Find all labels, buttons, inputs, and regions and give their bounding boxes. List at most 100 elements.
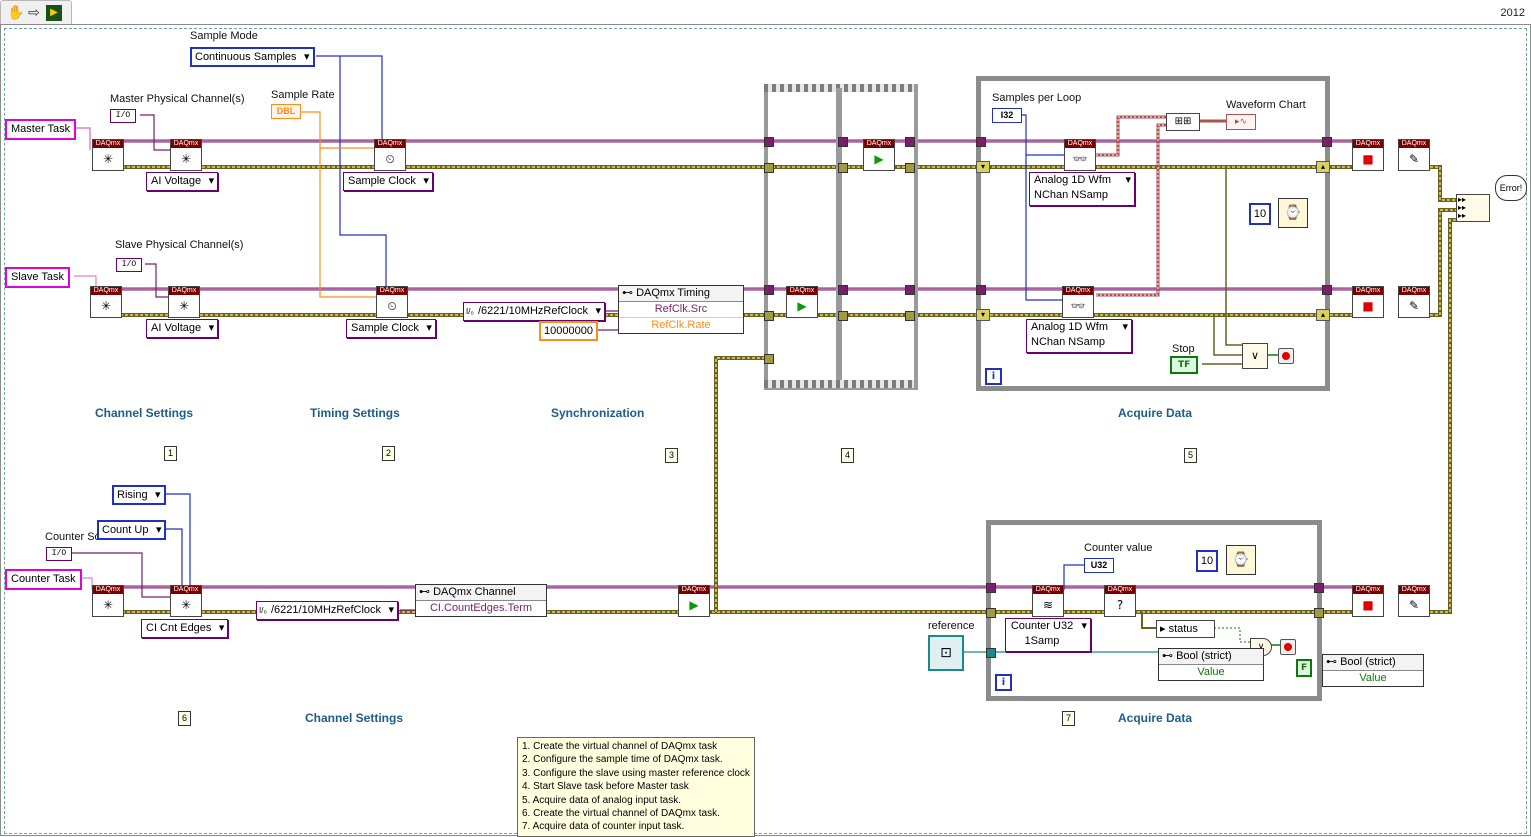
- daqmx-start-slave[interactable]: DAQmx▶: [786, 286, 818, 318]
- while-loop-counter[interactable]: [986, 520, 1322, 701]
- daqmx-start-counter[interactable]: DAQmx▶: [678, 585, 710, 617]
- daqmx-read-slave[interactable]: DAQmx👓: [1062, 286, 1094, 318]
- error-handler-node[interactable]: Error!: [1495, 175, 1527, 201]
- analog-read-line1: Analog 1D Wfm: [1031, 321, 1109, 333]
- rising-edge-constant[interactable]: Rising: [112, 485, 166, 505]
- ref-clock-source-2-text: /6221/10MHzRefClock: [271, 604, 382, 616]
- tunnel: [838, 311, 848, 321]
- ai-voltage-selector-master[interactable]: AI Voltage: [146, 172, 219, 191]
- refclk-src-property[interactable]: RefClk.Src: [619, 302, 743, 318]
- hand-icon[interactable]: ✋: [7, 5, 25, 21]
- property-node-header: ⊷ Bool (strict): [1159, 649, 1263, 665]
- sample-clock-selector-master[interactable]: Sample Clock: [343, 172, 433, 191]
- unbundle-status-node[interactable]: ▸ status: [1156, 620, 1215, 638]
- bool-strict-property-node-2[interactable]: ⊷ Bool (strict) Value: [1322, 654, 1424, 687]
- daqmx-header: DAQmx: [1063, 287, 1093, 295]
- daqmx-channel-property-node[interactable]: ⊷ DAQmx Channel CI.CountEdges.Term: [415, 584, 547, 617]
- master-task-constant[interactable]: Master Task: [5, 119, 77, 140]
- clock-icon: ⏲: [387, 299, 397, 313]
- note-line: 5. Acquire data of analog input task.: [522, 794, 681, 806]
- daqmx-read-master[interactable]: DAQmx👓: [1064, 139, 1096, 171]
- analog-read-line1: Analog 1D Wfm: [1034, 174, 1112, 186]
- samples-per-loop-terminal[interactable]: I32: [992, 108, 1022, 123]
- wait-ms-icon[interactable]: ⌚: [1278, 198, 1308, 228]
- daqmx-timing-property-node[interactable]: ⊷ DAQmx Timing RefClk.Src RefClk.Rate: [618, 285, 744, 334]
- wait-ms-constant[interactable]: 10: [1196, 550, 1218, 572]
- property-node-header: ⊷ Bool (strict): [1323, 655, 1423, 671]
- ci-cnt-edges-selector[interactable]: CI Cnt Edges: [141, 619, 229, 638]
- daqmx-clear-slave[interactable]: DAQmx✎: [1398, 286, 1430, 318]
- slave-task-constant[interactable]: Slave Task: [5, 267, 70, 288]
- bool-strict-property-node-1[interactable]: ⊷ Bool (strict) Value: [1158, 648, 1264, 681]
- key-icon: ⊷: [622, 287, 637, 299]
- tunnel: [764, 354, 774, 364]
- section-number: 4: [841, 448, 854, 463]
- loop-condition-icon[interactable]: [1278, 348, 1294, 364]
- daqmx-create-task-master[interactable]: DAQmx✳: [92, 139, 124, 171]
- daqmx-create-task-slave[interactable]: DAQmx✳: [90, 286, 122, 318]
- daqmx-header: DAQmx: [1033, 586, 1063, 594]
- sample-rate-label: Sample Rate: [271, 89, 335, 101]
- counter-task-constant[interactable]: Counter Task: [5, 569, 82, 590]
- value-property[interactable]: Value: [1197, 666, 1225, 678]
- shift-register-right: ▴: [1316, 309, 1330, 321]
- false-constant[interactable]: F: [1296, 659, 1313, 677]
- daqmx-start-master[interactable]: DAQmx▶: [863, 139, 895, 171]
- ref-clock-rate-constant[interactable]: 10000000: [539, 321, 598, 341]
- daqmx-stop-counter[interactable]: DAQmx■: [1352, 585, 1384, 617]
- note-line: 1. Create the virtual channel of DAQmx t…: [522, 741, 718, 752]
- daqmx-timing-slave[interactable]: DAQmx⏲: [376, 286, 408, 318]
- daqmx-stop-slave[interactable]: DAQmx■: [1352, 286, 1384, 318]
- arrow-icon[interactable]: ⇨: [28, 5, 40, 21]
- stop-terminal[interactable]: TF: [1170, 356, 1199, 374]
- ref-clock-source-2[interactable]: I/₀/6221/10MHzRefClock: [256, 601, 399, 620]
- section-number: 5: [1184, 448, 1197, 463]
- merge-errors-node[interactable]: ▸▸▸▸▸▸: [1456, 194, 1490, 222]
- wait-ms-constant[interactable]: 10: [1249, 203, 1271, 225]
- daqmx-clear-counter[interactable]: DAQmx✎: [1398, 585, 1430, 617]
- version-label: 2012: [1500, 7, 1525, 19]
- daqmx-is-task-done[interactable]: DAQmx?: [1104, 585, 1136, 617]
- build-array-node[interactable]: ⊞⊞: [1166, 113, 1200, 131]
- daqmx-create-channel-counter[interactable]: DAQmx✳: [170, 585, 202, 617]
- count-up-constant[interactable]: Count Up: [97, 520, 167, 540]
- or-node[interactable]: ∨: [1242, 343, 1268, 369]
- sequence-film-bottom: [764, 380, 914, 388]
- counter-source-io[interactable]: I/O: [46, 547, 72, 561]
- reference-terminal[interactable]: ⊡: [928, 635, 964, 671]
- daqmx-header: DAQmx: [1399, 140, 1429, 148]
- labview-icon[interactable]: ▶: [46, 5, 62, 21]
- daqmx-create-channel-slave[interactable]: DAQmx✳: [168, 286, 200, 318]
- daqmx-header: DAQmx: [787, 287, 817, 295]
- while-loop-analog[interactable]: [976, 76, 1330, 391]
- section-title: Channel Settings: [95, 406, 194, 420]
- daqmx-header: DAQmx: [1399, 586, 1429, 594]
- property-node-header: ⊷ DAQmx Channel: [416, 585, 546, 601]
- wait-ms-icon[interactable]: ⌚: [1226, 545, 1256, 575]
- sample-clock-selector-slave[interactable]: Sample Clock: [346, 319, 436, 338]
- sample-mode-constant[interactable]: Continuous Samples: [190, 47, 315, 67]
- daqmx-create-channel-master[interactable]: DAQmx✳: [170, 139, 202, 171]
- counter-value-indicator[interactable]: U32: [1084, 558, 1114, 573]
- ai-voltage-selector-slave[interactable]: AI Voltage: [146, 319, 219, 338]
- slave-physical-channel-io[interactable]: I/O: [116, 258, 142, 272]
- ref-clock-source-1[interactable]: I/₀/6221/10MHzRefClock: [463, 302, 606, 321]
- analog-read-line2: NChan NSamp: [1031, 336, 1105, 348]
- refclk-rate-property[interactable]: RefClk.Rate: [651, 319, 711, 331]
- ci-countedges-term-property[interactable]: CI.CountEdges.Term: [429, 602, 533, 614]
- daqmx-header: DAQmx: [1353, 287, 1383, 295]
- clear-icon: ✎: [1408, 152, 1420, 166]
- daqmx-stop-master[interactable]: DAQmx■: [1352, 139, 1384, 171]
- value-property[interactable]: Value: [1359, 672, 1387, 684]
- daqmx-create-task-counter[interactable]: DAQmx✳: [92, 585, 124, 617]
- master-physical-channel-io[interactable]: I/O: [110, 109, 136, 123]
- sample-rate-dbl-terminal[interactable]: DBL: [271, 104, 301, 119]
- daqmx-read-counter[interactable]: DAQmx≋: [1032, 585, 1064, 617]
- daqmx-timing-master[interactable]: DAQmx⏲: [374, 139, 406, 171]
- waveform-chart-terminal[interactable]: ▸∿: [1226, 114, 1256, 130]
- loop-condition-icon[interactable]: [1280, 639, 1296, 655]
- daqmx-clear-master[interactable]: DAQmx ✎: [1398, 139, 1430, 171]
